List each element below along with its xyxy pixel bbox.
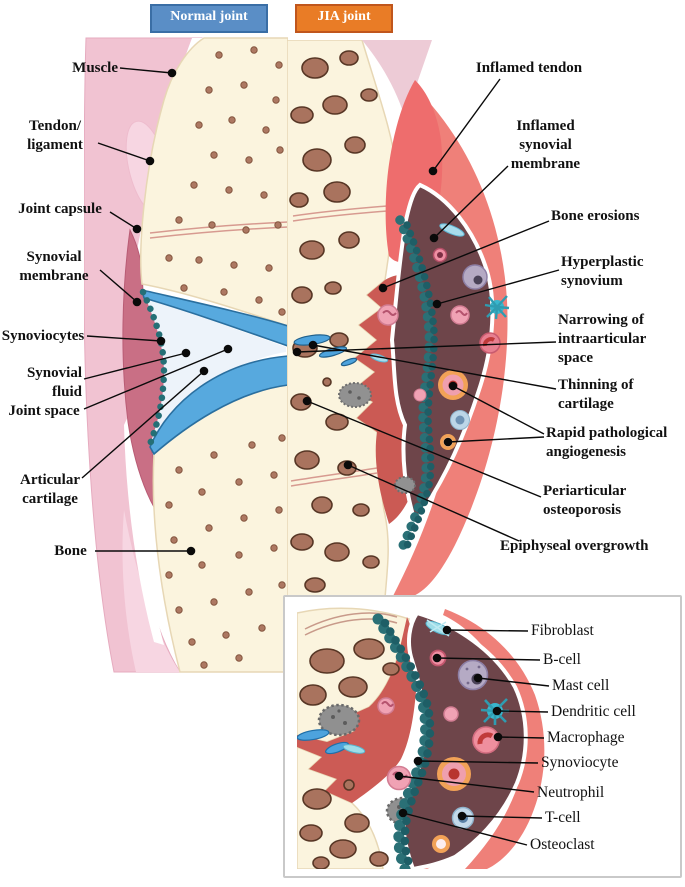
label-hyperplastic-synovium: Hyperplastic synovium (561, 254, 644, 289)
label-articular-cartilage: Articular cartilage (20, 472, 80, 507)
inset-pannus (297, 617, 418, 803)
label-inflamed-synovial-membrane: Inflamed synovial membrane (510, 118, 581, 172)
growth-line (292, 205, 388, 217)
label-inflamed-tendon: Inflamed tendon (475, 60, 583, 76)
inset-bone-spots (299, 638, 400, 869)
growth-line (149, 221, 288, 234)
label-mast-cell: Mast cell (552, 677, 610, 694)
label-periarticular-osteoporosis: Periarticular osteoporosis (543, 483, 627, 518)
label-joint-capsule: Joint capsule (18, 201, 102, 217)
jia-joint-illustration (287, 40, 510, 599)
label-synovial-fluid: Synovial fluid (26, 365, 82, 400)
label-muscle: Muscle (72, 60, 118, 76)
label-epiphyseal-overgrowth: Epiphyseal overgrowth (500, 538, 649, 554)
capsule-arc (304, 618, 398, 636)
label-synoviocytes: Synoviocytes (1, 328, 85, 344)
label-macrophage: Macrophage (547, 729, 625, 746)
normal-joint-illustration (84, 37, 288, 673)
articular-cartilage-upper (140, 288, 288, 347)
capsule-arc (304, 612, 398, 630)
legend-normal-joint: Normal joint (150, 4, 268, 33)
osteoclast-speckles (331, 709, 347, 725)
growth-line (149, 226, 288, 239)
osteoclast-shape (317, 703, 361, 737)
label-b-cell: B-cell (543, 651, 581, 668)
growth-line (292, 210, 388, 222)
inset-capsule-coral (443, 609, 545, 869)
label-thinning-of-cartilage: Thinning of cartilage (558, 377, 634, 412)
label-bone-erosions: Bone erosions (551, 208, 640, 224)
label-t-cell: T-cell (545, 809, 581, 826)
label-osteoclast: Osteoclast (530, 836, 595, 853)
label-synoviocyte: Synoviocyte (541, 754, 619, 771)
jia-muscle-shape (362, 40, 432, 118)
label-neutrophil: Neutrophil (537, 784, 605, 801)
legend-jia-joint: JIA joint (295, 4, 393, 33)
label-bone: Bone (54, 543, 87, 559)
label-fibroblast: Fibroblast (531, 622, 594, 639)
inset-cartilage-remnants (297, 729, 349, 755)
label-tendon-ligament: Tendon/ ligament (27, 118, 83, 153)
label-rapid-pathological-angiogenesis: Rapid pathological angiogenesis (546, 425, 668, 460)
bone-spots (165, 46, 286, 669)
label-dendritic-cell: Dendritic cell (551, 703, 636, 720)
label-joint-space: Joint space (8, 403, 80, 419)
label-narrowing-intraarticular-space: Narrowing of intraarticular space (558, 312, 647, 366)
tendon-lower-shape (122, 510, 180, 672)
label-synovial-membrane: Synovial membrane (19, 249, 89, 284)
inset-illustration (297, 607, 545, 869)
